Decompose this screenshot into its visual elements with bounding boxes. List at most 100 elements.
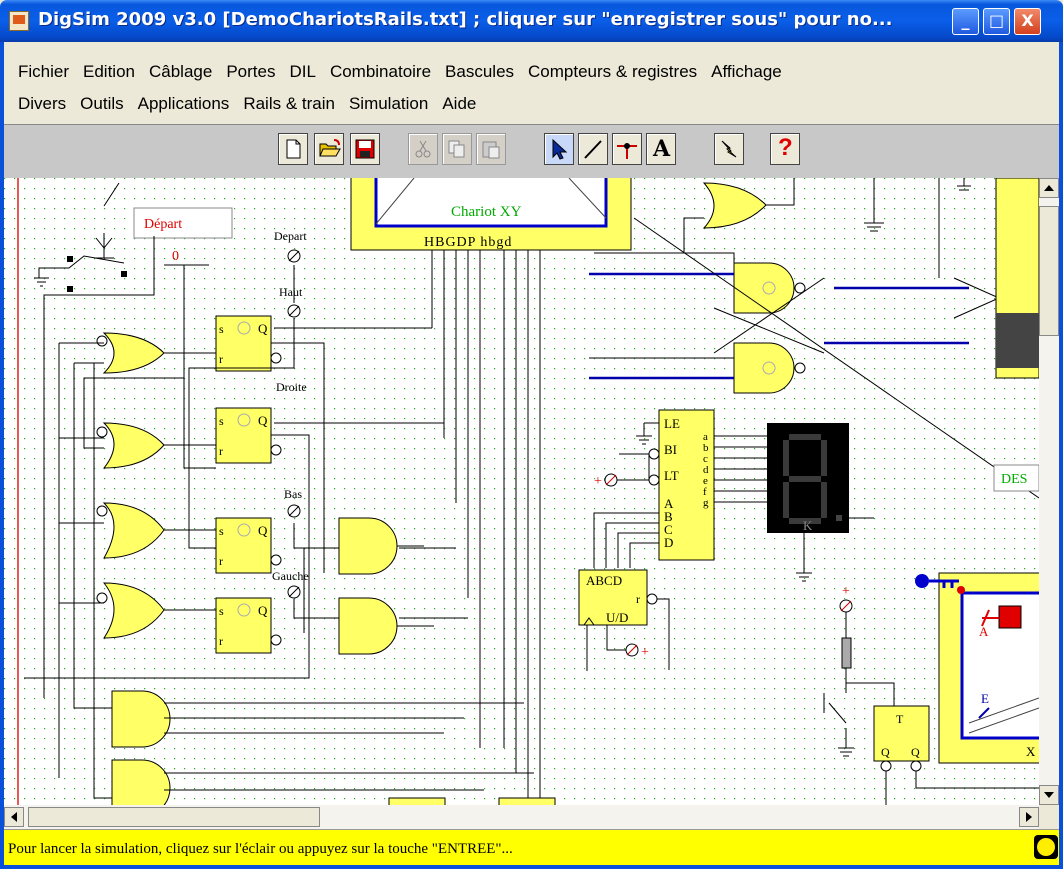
open-folder-icon <box>319 139 341 157</box>
paste-button[interactable] <box>476 133 506 165</box>
minimize-button[interactable]: _ <box>952 8 979 35</box>
counter-wires <box>586 598 670 671</box>
horizontal-scroll-thumb[interactable] <box>28 807 320 827</box>
toolbar: A ? <box>0 124 1063 178</box>
menu-aide[interactable]: Aide <box>442 94 477 113</box>
scroll-right-button[interactable] <box>1019 807 1039 827</box>
save-button[interactable] <box>350 133 380 165</box>
svg-text:c: c <box>703 453 708 465</box>
chariot-label: Chariot XY <box>451 204 522 220</box>
svg-text:r: r <box>219 352 223 366</box>
probe-droite[interactable]: Droite <box>276 380 307 394</box>
probe-gauche[interactable]: Gauche <box>272 569 309 599</box>
menu-dil[interactable]: DIL <box>289 62 316 81</box>
probe-ud[interactable]: + <box>625 643 649 660</box>
title-bar[interactable]: DigSim 2009 v3.0 [DemoChariotsRails.txt]… <box>0 0 1063 42</box>
scroll-left-button[interactable] <box>4 807 24 827</box>
menu-simulation[interactable]: Simulation <box>348 94 429 113</box>
depart-switch[interactable]: Départ <box>34 182 233 698</box>
or-gate-1[interactable] <box>96 332 165 374</box>
svg-text:g: g <box>703 497 709 509</box>
nand-gate-bottom[interactable] <box>733 342 806 394</box>
wire-icon <box>584 140 602 159</box>
up-down-counter[interactable]: ABCD U/D r <box>578 569 658 626</box>
scroll-up-button[interactable] <box>1039 178 1059 198</box>
maximize-button[interactable]: □ <box>983 8 1010 35</box>
svg-text:A: A <box>664 496 674 511</box>
and-gate-3[interactable] <box>111 690 171 748</box>
menu-affichage[interactable]: Affichage <box>711 62 782 81</box>
probe-lt[interactable]: + <box>594 473 618 489</box>
menu-portes[interactable]: Portes <box>226 62 276 81</box>
text-icon: A <box>653 136 671 162</box>
probe-depart[interactable]: Depart <box>274 229 307 263</box>
cut-button[interactable] <box>408 133 438 165</box>
chariot-block[interactable]: Chariot XY HBGDP hbgd <box>350 178 632 251</box>
paste-icon <box>482 141 500 159</box>
wire-tool-button[interactable] <box>578 133 608 165</box>
push-button-circuit[interactable]: + <box>823 584 895 757</box>
menu-divers[interactable]: Divers <box>18 94 67 113</box>
menu-compteurs[interactable]: Compteurs & registres <box>528 62 698 81</box>
menu-cablage[interactable]: Câblage <box>149 62 213 81</box>
svg-text:Q: Q <box>881 745 890 759</box>
close-button[interactable]: X <box>1014 8 1041 35</box>
menu-fichier[interactable]: Fichier <box>18 62 70 81</box>
or-gate-4[interactable] <box>96 582 165 639</box>
help-button[interactable]: ? <box>770 133 800 165</box>
logic-wires <box>24 265 534 799</box>
svg-text:s: s <box>219 604 224 618</box>
open-button[interactable] <box>314 133 344 165</box>
vertical-scroll-thumb[interactable] <box>1039 206 1059 336</box>
junction-tool-button[interactable] <box>612 133 642 165</box>
svg-text:s: s <box>219 322 224 336</box>
menu-applications[interactable]: Applications <box>137 94 230 113</box>
text-tool-button[interactable]: A <box>646 133 676 165</box>
key-icon[interactable] <box>915 574 965 594</box>
seven-segment-display[interactable]: K <box>767 423 849 533</box>
schematic-canvas[interactable]: Chariot XY HBGDP hbgd Départ 0 Depart Ha… <box>4 178 1039 805</box>
svg-text:X: X <box>1026 744 1036 759</box>
vertical-scrollbar[interactable] <box>1039 178 1059 805</box>
svg-text:Haut: Haut <box>279 285 303 299</box>
bcd-decoder[interactable]: LE BI LT A B C D a b c d e f g <box>648 409 715 561</box>
probe-haut[interactable]: Haut <box>279 285 303 318</box>
and-gate-2[interactable] <box>338 597 398 655</box>
menu-bascules[interactable]: Bascules <box>445 62 515 81</box>
or-gate-3[interactable] <box>96 502 165 559</box>
window-frame-right <box>1059 42 1063 869</box>
svg-text:Q: Q <box>911 745 920 759</box>
circuit-diagram[interactable]: Chariot XY HBGDP hbgd Départ 0 Depart Ha… <box>4 178 1039 805</box>
horizontal-scrollbar[interactable] <box>4 805 1039 829</box>
and-gate-1[interactable] <box>338 517 398 575</box>
svg-text:ABCD: ABCD <box>586 573 622 588</box>
simulate-button[interactable] <box>714 133 744 165</box>
svg-text:Droite: Droite <box>276 380 307 394</box>
svg-text:Q: Q <box>258 413 268 428</box>
depart-box-label: Départ <box>144 217 182 232</box>
or-gate-top-right[interactable] <box>702 182 767 229</box>
menu-combinatoire[interactable]: Combinatoire <box>329 62 432 81</box>
scroll-down-button[interactable] <box>1039 785 1059 805</box>
help-icon: ? <box>778 134 793 161</box>
menu-edition[interactable]: Edition <box>83 62 135 81</box>
probe-bas[interactable]: Bas <box>284 487 302 518</box>
svg-text:B: B <box>664 509 673 524</box>
menu-outils[interactable]: Outils <box>80 94 124 113</box>
right-block[interactable] <box>995 178 1039 379</box>
svg-text:a: a <box>703 431 708 443</box>
svg-text:Q: Q <box>258 603 268 618</box>
toggle-flipflop[interactable]: T Q Q <box>873 705 1039 805</box>
rail-wires <box>589 272 969 380</box>
select-tool-button[interactable] <box>544 133 574 165</box>
copy-button[interactable] <box>442 133 472 165</box>
train-block[interactable]: A E X <box>938 572 1039 764</box>
display-wires <box>796 517 874 582</box>
menu-rails-train[interactable]: Rails & train <box>243 94 335 113</box>
new-file-button[interactable] <box>278 133 308 165</box>
or-gate-2[interactable] <box>96 422 165 469</box>
